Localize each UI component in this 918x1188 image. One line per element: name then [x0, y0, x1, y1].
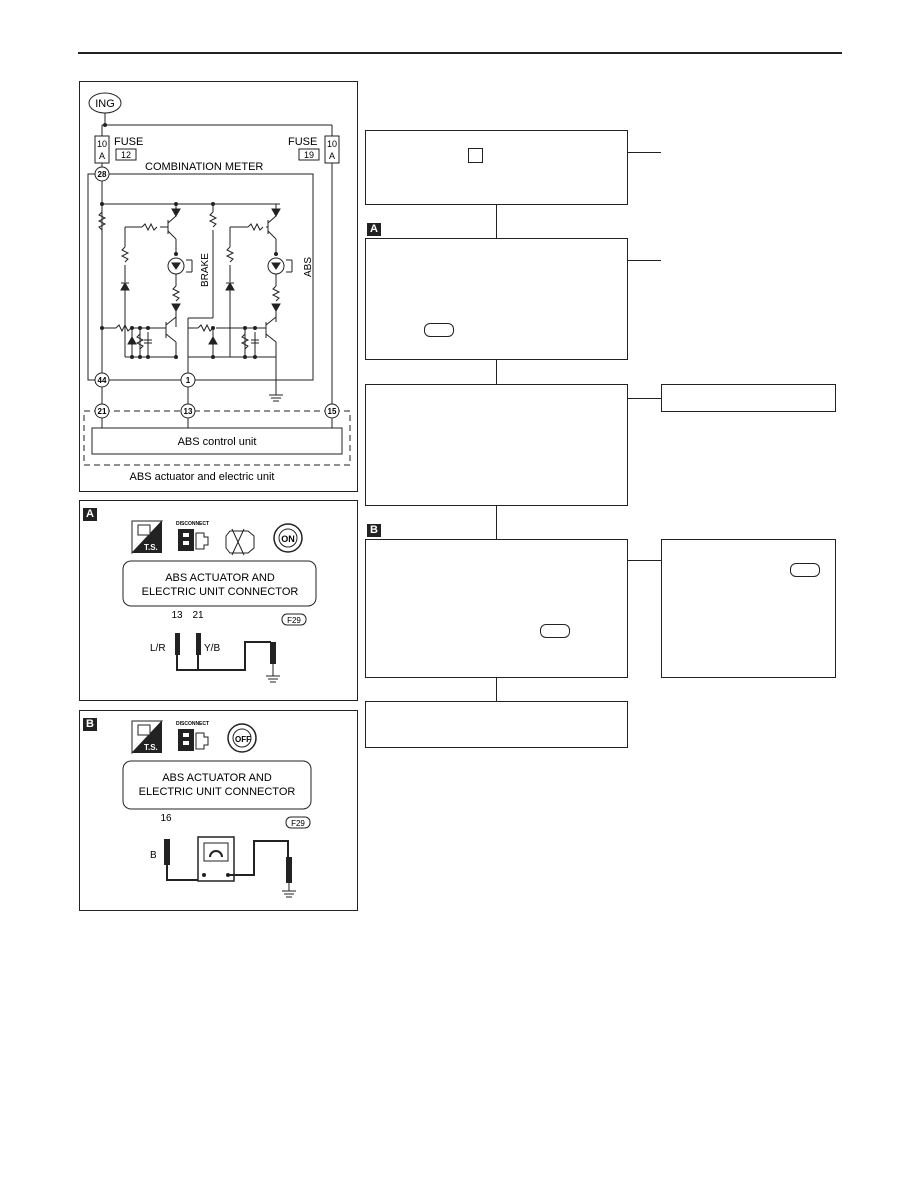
connector-panel-b: B T.S. DISCONNECT OFF ABS ACTUATOR AND E…	[79, 710, 358, 911]
wire-yb: Y/B	[204, 643, 220, 654]
disconnect-icon: DISCONNECT	[176, 721, 209, 751]
pin-13: 13	[171, 610, 183, 621]
fuse-left-label: FUSE	[114, 136, 143, 148]
flow-step-4	[365, 539, 628, 678]
flow-connector	[627, 560, 661, 561]
svg-text:ELECTRIC UNIT CONNECTOR: ELECTRIC UNIT CONNECTOR	[139, 786, 296, 798]
flow-connector	[496, 677, 497, 701]
engine-icon	[225, 528, 255, 556]
abs-actuator-label: ABS actuator and electric unit	[130, 471, 275, 483]
flow-step-5	[365, 701, 628, 748]
connector-code-a: F29	[287, 616, 301, 625]
flow-connector	[496, 204, 497, 238]
disconnect-icon: DISCONNECT	[176, 521, 209, 551]
ignition-on-icon: ON	[273, 523, 303, 553]
svg-text:15: 15	[328, 407, 337, 416]
actuator-dashed-box	[83, 410, 351, 466]
svg-text:44: 44	[98, 376, 107, 385]
indicator-pill	[540, 624, 570, 638]
svg-text:28: 28	[98, 170, 107, 179]
svg-text:21: 21	[98, 407, 107, 416]
wire-b: B	[150, 850, 157, 861]
flow-connector	[627, 260, 661, 261]
tester-icon: T.S.	[131, 520, 164, 555]
flow-letter-b: B	[367, 524, 381, 537]
panel-b-letter: B	[83, 718, 97, 731]
svg-text:ABS ACTUATOR AND: ABS ACTUATOR AND	[162, 772, 272, 784]
wiring-diagram-panel: ING 10 A FUSE 12 FUSE 19 10 A COMBINATIO…	[79, 81, 358, 492]
combination-meter-label: COMBINATION METER	[145, 161, 263, 173]
svg-text:ON: ON	[281, 534, 295, 544]
indicator-pill	[424, 323, 454, 337]
flow-connector	[496, 359, 497, 384]
svg-text:A: A	[99, 151, 105, 161]
combination-meter-box	[87, 173, 314, 381]
svg-text:ABS ACTUATOR AND: ABS ACTUATOR AND	[165, 572, 275, 584]
svg-text:1: 1	[186, 376, 191, 385]
connector-code-b: F29	[291, 819, 305, 828]
ignition-off-icon: OFF	[227, 723, 257, 753]
svg-text:T.S.: T.S.	[144, 543, 158, 552]
panel-a-drawing: T.S. DISCONNECT ON ABS ACTUATOR AND ELEC…	[122, 520, 317, 683]
connector-label-box-a	[122, 560, 317, 607]
flow-step-1	[365, 130, 628, 205]
flow-connector	[496, 505, 497, 539]
connector-panel-a: A T.S. DISCONNECT ON	[79, 500, 358, 701]
svg-text:A: A	[329, 151, 335, 161]
ignition-label: ING	[95, 98, 115, 110]
abs-control-unit-label: ABS control unit	[178, 436, 257, 448]
fuse-left-number: 12	[121, 150, 131, 160]
pin-21: 21	[192, 610, 204, 621]
flow-connector	[627, 152, 661, 153]
tester-icon: T.S.	[131, 720, 164, 755]
svg-text:DISCONNECT: DISCONNECT	[176, 721, 209, 727]
svg-text:T.S.: T.S.	[144, 743, 158, 752]
svg-text:10: 10	[97, 139, 107, 149]
header-rule	[78, 52, 842, 54]
flow-result-box	[661, 384, 836, 412]
connector-label-box-b	[122, 760, 312, 810]
svg-text:DISCONNECT: DISCONNECT	[176, 521, 209, 527]
flow-side-box	[661, 539, 836, 678]
svg-text:10: 10	[327, 139, 337, 149]
pin-16: 16	[160, 813, 172, 824]
svg-text:OFF: OFF	[235, 735, 251, 744]
svg-text:ELECTRIC UNIT CONNECTOR: ELECTRIC UNIT CONNECTOR	[142, 586, 299, 598]
panel-b-drawing: T.S. DISCONNECT OFF ABS ACTUATOR AND ELE…	[122, 720, 312, 898]
flow-step-3	[365, 384, 628, 506]
flow-step-2	[365, 238, 628, 360]
abs-control-unit-box	[91, 427, 343, 455]
abs-lamp-label: ABS	[303, 257, 314, 277]
flow-letter-a: A	[367, 223, 381, 236]
panel-a-letter: A	[83, 508, 97, 521]
svg-text:13: 13	[184, 407, 193, 416]
fuse-right-label: FUSE	[288, 136, 317, 148]
indicator-pill	[790, 563, 820, 577]
brake-lamp-label: BRAKE	[200, 253, 211, 287]
fuse-right-number: 19	[304, 150, 314, 160]
checkbox-square	[468, 148, 483, 163]
flow-connector	[627, 398, 661, 399]
wiring-diagram: ING 10 A FUSE 12 FUSE 19 10 A COMBINATIO…	[83, 92, 351, 483]
wire-lr: L/R	[150, 643, 166, 654]
